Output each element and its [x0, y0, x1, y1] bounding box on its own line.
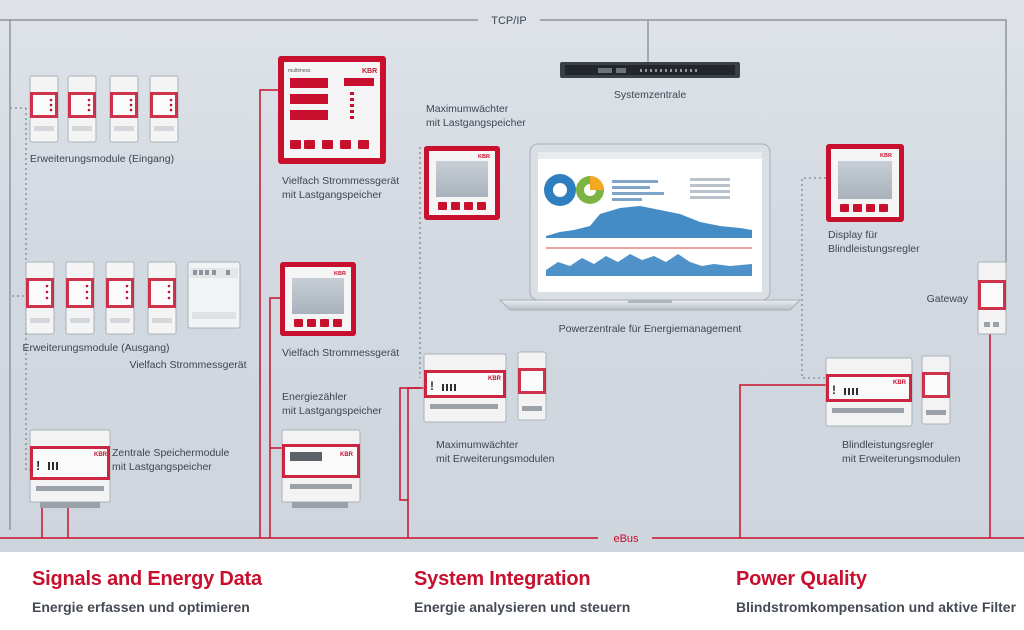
- kbr-logo-maxw-bot: KBR: [488, 376, 502, 382]
- tcpip-label: TCP/IP: [491, 15, 526, 27]
- blindleistungsregler-device[interactable]: ! KBR: [825, 355, 951, 427]
- energie-label-2: mit Lastgangspeicher: [282, 405, 382, 417]
- vielfach-lastgang-device[interactable]: multimess KBR: [278, 56, 386, 164]
- vielfach-small-device[interactable]: [187, 261, 241, 329]
- systemzentrale-label: Systemzentrale: [614, 89, 687, 101]
- maxw-top-label-1: Maximumwächter: [426, 103, 509, 115]
- blind-label-1: Blindleistungsregler: [842, 439, 934, 451]
- kbr-logo-large: KBR: [362, 68, 377, 75]
- kbr-logo-energie: KBR: [340, 452, 354, 458]
- energiezaehler-device[interactable]: KBR: [281, 429, 361, 508]
- display-label-1: Display für: [828, 229, 878, 241]
- system-diagram: TCP/IP eBus: [0, 0, 1024, 552]
- systemzentrale-device[interactable]: [560, 62, 740, 78]
- tcpip-bus: TCP/IP: [0, 15, 1007, 530]
- blind-label-2: mit Erweiterungsmodulen: [842, 453, 961, 465]
- maxw-bot-label-1: Maximumwächter: [436, 439, 519, 451]
- footer-col-integration: System Integration Energie analysieren u…: [414, 566, 630, 616]
- zentrale-label-1: Zentrale Speichermodule: [112, 447, 229, 459]
- svg-text:!: !: [36, 458, 40, 473]
- gateway-device[interactable]: [977, 261, 1007, 335]
- vielfach-mid-label: Vielfach Strommessgerät: [282, 347, 399, 359]
- energie-label-1: Energiezähler: [282, 391, 347, 403]
- kbr-logo-maxw-top: KBR: [478, 154, 490, 160]
- zentrale-label-2: mit Lastgangspeicher: [112, 461, 212, 473]
- footer-subtitle-integration: Energie analysieren und steuern: [414, 599, 631, 615]
- footer-title-signals: Signals and Energy Data: [32, 568, 262, 590]
- kbr-logo-blind: KBR: [893, 380, 907, 386]
- maxw-top-label-2: mit Lastgangspeicher: [426, 117, 526, 129]
- footer: Signals and Energy Data Energie erfassen…: [0, 552, 1024, 630]
- svg-text:!: !: [430, 379, 434, 393]
- footer-title-integration: System Integration: [414, 568, 591, 590]
- gateway-label: Gateway: [927, 293, 969, 305]
- ebus-line: eBus: [0, 533, 1024, 545]
- footer-col-quality: Power Quality Blindstromkompensation und…: [736, 566, 1016, 616]
- input-modules-label: Erweiterungsmodule (Eingang): [30, 153, 174, 165]
- vielfach-lg-label-1: Vielfach Strommessgerät: [282, 175, 399, 187]
- vielfach-small-label: Vielfach Strommessgerät: [129, 359, 246, 371]
- kbr-logo-mid: KBR: [334, 271, 346, 277]
- input-modules[interactable]: [29, 75, 179, 143]
- display-label-2: Blindleistungsregler: [828, 243, 920, 255]
- svg-text:!: !: [832, 383, 836, 397]
- diagram-canvas: TCP/IP eBus: [0, 15, 1024, 545]
- output-modules-label: Erweiterungsmodule (Ausgang): [22, 342, 169, 354]
- zentrale-speicher-device[interactable]: ! KBR: [29, 429, 111, 508]
- powerzentrale-laptop[interactable]: [498, 143, 802, 311]
- output-modules[interactable]: [25, 261, 177, 335]
- maximumwaechter-top-device[interactable]: KBR: [424, 146, 500, 220]
- footer-subtitle-signals: Energie erfassen und optimieren: [32, 599, 250, 615]
- device-connections: [41, 89, 991, 538]
- kbr-logo: KBR: [94, 452, 108, 458]
- display-blindleistung-device[interactable]: KBR: [826, 144, 904, 222]
- footer-title-quality: Power Quality: [736, 568, 867, 590]
- footer-subtitle-quality: Blindstromkompensation und aktive Filter: [736, 599, 1017, 615]
- vielfach-lg-label-2: mit Lastgangspeicher: [282, 189, 382, 201]
- powerzentrale-label: Powerzentrale für Energiemanagement: [559, 323, 742, 335]
- vielfach-mid-device[interactable]: KBR: [280, 262, 356, 336]
- kbr-logo-display: KBR: [880, 153, 892, 159]
- maximumwaechter-bottom-device[interactable]: ! KBR: [423, 351, 547, 423]
- maxw-bot-label-2: mit Erweiterungsmodulen: [436, 453, 555, 465]
- multimess-brand: multimess: [288, 68, 311, 74]
- ebus-label: eBus: [613, 533, 639, 545]
- footer-col-signals: Signals and Energy Data Energie erfassen…: [32, 566, 262, 616]
- dotted-links: [10, 107, 826, 471]
